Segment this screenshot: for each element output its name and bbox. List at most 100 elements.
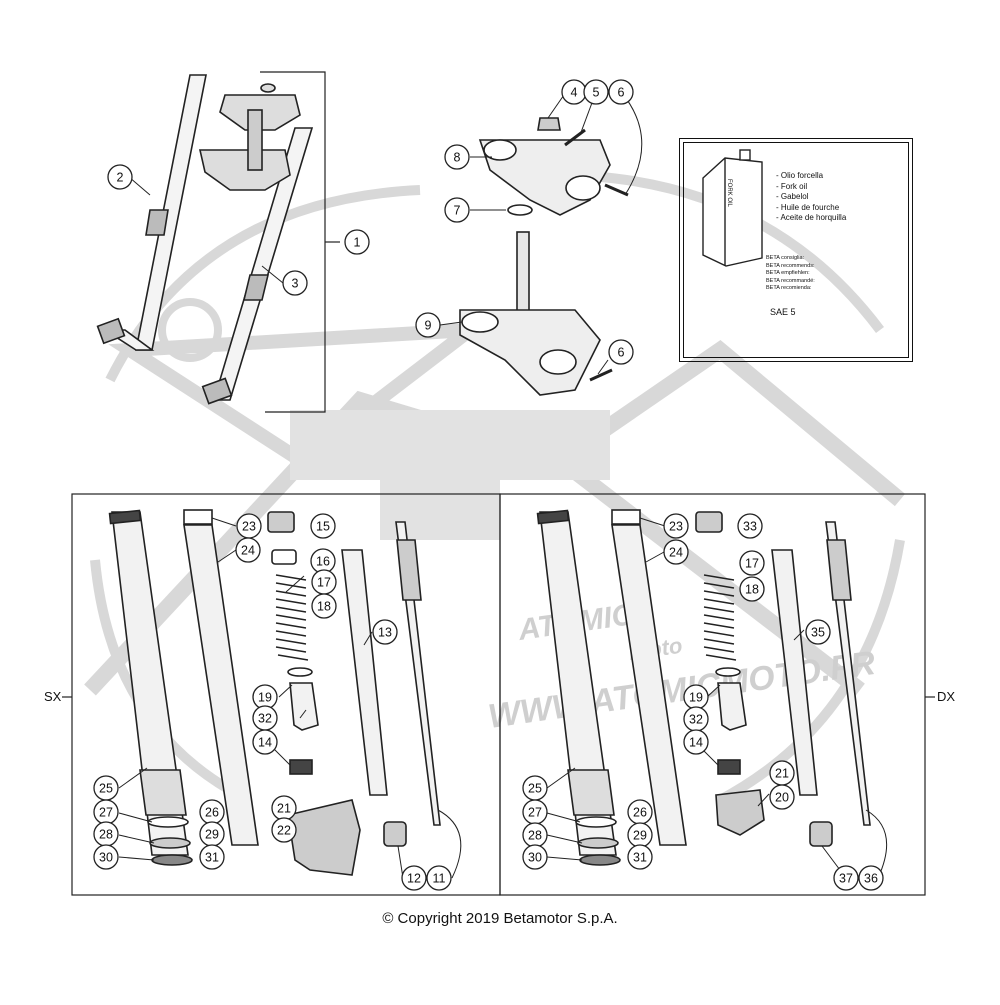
callout-23: 23 bbox=[236, 513, 262, 539]
callout-17: 17 bbox=[739, 550, 765, 576]
callout-label: 8 bbox=[454, 151, 461, 165]
callout-5: 5 bbox=[583, 79, 609, 105]
callout-36: 36 bbox=[858, 865, 884, 891]
callout-label: 23 bbox=[669, 520, 683, 534]
callout-circle bbox=[311, 593, 337, 619]
callout-label: 1 bbox=[354, 236, 361, 250]
callout-circle bbox=[310, 513, 336, 539]
callout-label: 7 bbox=[454, 204, 461, 218]
callout-31: 31 bbox=[627, 844, 653, 870]
callout-32: 32 bbox=[683, 706, 709, 732]
callout-19: 19 bbox=[683, 684, 709, 710]
callout-circle bbox=[663, 513, 689, 539]
callout-1: 1 bbox=[344, 229, 370, 255]
callout-label: 37 bbox=[839, 872, 853, 886]
callout-label: 18 bbox=[745, 583, 759, 597]
callout-7: 7 bbox=[444, 197, 470, 223]
oil-rec-de: BETA empfiehlen: bbox=[766, 270, 810, 276]
callout-27: 27 bbox=[93, 799, 119, 825]
oil-can-icon bbox=[702, 149, 763, 267]
callout-circle bbox=[252, 729, 278, 755]
callout-label: 25 bbox=[528, 782, 542, 796]
callout-label: 30 bbox=[99, 851, 113, 865]
oil-rec-fr: BETA recommandé: bbox=[766, 277, 815, 284]
callout-12: 12 bbox=[401, 865, 427, 891]
oil-name-de: - Gabelol bbox=[776, 192, 809, 201]
callout-circle bbox=[415, 312, 441, 338]
callout-circle bbox=[199, 844, 225, 870]
callout-circle bbox=[271, 817, 297, 843]
callout-label: 13 bbox=[378, 626, 392, 640]
callout-3: 3 bbox=[282, 270, 308, 296]
callout-24: 24 bbox=[663, 539, 689, 565]
callout-circle bbox=[608, 339, 634, 365]
callout-label: 17 bbox=[745, 557, 759, 571]
callout-label: 18 bbox=[317, 600, 331, 614]
callout-4: 4 bbox=[561, 79, 587, 105]
callout-6: 6 bbox=[608, 339, 634, 365]
callout-circle bbox=[737, 513, 763, 539]
callout-label: 33 bbox=[743, 520, 757, 534]
callout-label: 36 bbox=[864, 872, 878, 886]
callout-label: 29 bbox=[633, 829, 647, 843]
callout-label: 30 bbox=[528, 851, 542, 865]
fork-oil-info-box: FORK OIL - Olio forcella - Fork oil - Ga… bbox=[679, 138, 913, 362]
callout-25: 25 bbox=[522, 775, 548, 801]
callout-37: 37 bbox=[833, 865, 859, 891]
callout-16: 16 bbox=[310, 548, 336, 574]
callout-24: 24 bbox=[235, 537, 261, 563]
callout-label: 6 bbox=[618, 346, 625, 360]
watermark-dots bbox=[290, 410, 610, 540]
callout-29: 29 bbox=[627, 822, 653, 848]
callout-label: 20 bbox=[775, 791, 789, 805]
callout-29: 29 bbox=[199, 821, 225, 847]
callout-label: 29 bbox=[205, 828, 219, 842]
callout-35: 35 bbox=[805, 619, 831, 645]
callout-circle bbox=[444, 144, 470, 170]
callout-label: 32 bbox=[689, 713, 703, 727]
callout-circle bbox=[683, 729, 709, 755]
callout-label: 23 bbox=[242, 520, 256, 534]
callout-label: 35 bbox=[811, 626, 825, 640]
callout-label: 24 bbox=[241, 544, 255, 558]
callout-label: 21 bbox=[775, 767, 789, 781]
oil-grade: SAE 5 bbox=[770, 307, 796, 317]
callout-33: 33 bbox=[737, 513, 763, 539]
callout-30: 30 bbox=[522, 844, 548, 870]
section-frames bbox=[62, 493, 935, 896]
callout-label: 26 bbox=[205, 806, 219, 820]
triple-clamp-parts bbox=[459, 117, 629, 396]
callout-17: 17 bbox=[311, 569, 337, 595]
callout-circle bbox=[627, 844, 653, 870]
callout-label: 9 bbox=[425, 319, 432, 333]
callout-11: 11 bbox=[426, 865, 452, 891]
side-label-left: SX bbox=[44, 689, 62, 704]
callout-circle bbox=[444, 197, 470, 223]
callout-label: 31 bbox=[205, 851, 219, 865]
callout-18: 18 bbox=[311, 593, 337, 619]
callout-circle bbox=[344, 229, 370, 255]
callout-label: 5 bbox=[593, 86, 600, 100]
oil-name-fr: - Huile de fourche bbox=[776, 202, 840, 212]
callout-32: 32 bbox=[252, 705, 278, 731]
oil-name-en: - Fork oil bbox=[776, 181, 808, 191]
callout-label: 19 bbox=[258, 691, 272, 705]
callout-label: 21 bbox=[277, 802, 291, 816]
callout-8: 8 bbox=[444, 144, 470, 170]
callout-label: 3 bbox=[292, 277, 299, 291]
callout-label: 31 bbox=[633, 851, 647, 865]
callout-circle bbox=[372, 619, 398, 645]
callout-circle bbox=[583, 79, 609, 105]
callout-label: 25 bbox=[99, 782, 113, 796]
oil-rec-es: BETA recomienda: bbox=[766, 285, 812, 291]
callout-label: 26 bbox=[633, 806, 647, 820]
oil-name-list: - Olio forcella - Fork oil - Gabelol - H… bbox=[776, 171, 846, 224]
callout-21: 21 bbox=[769, 760, 795, 786]
callout-30: 30 bbox=[93, 844, 119, 870]
callout-label: 2 bbox=[117, 171, 124, 185]
callout-circle bbox=[663, 539, 689, 565]
sx-fork-parts bbox=[108, 509, 441, 876]
callout-23: 23 bbox=[663, 513, 689, 539]
